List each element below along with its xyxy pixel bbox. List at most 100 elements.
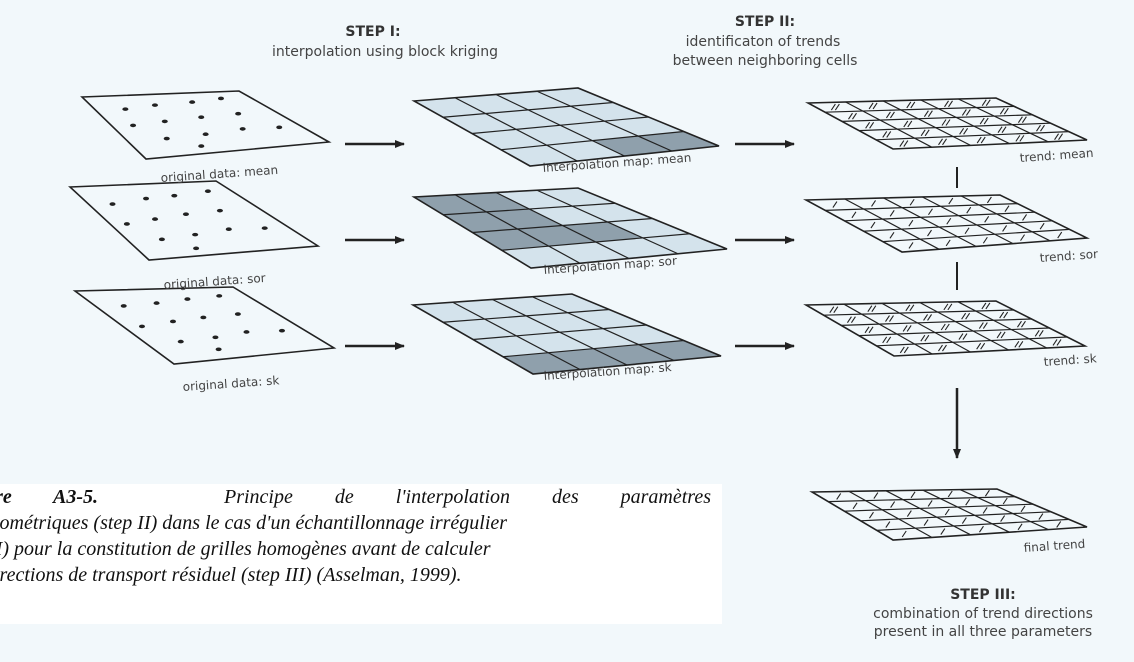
trend-mark (1039, 222, 1045, 230)
trend-mark (980, 342, 986, 350)
trend-mark (961, 517, 967, 524)
trend-mark (1014, 341, 1020, 348)
step2-subtitle-line1: identificaton of trends (686, 34, 841, 50)
label-trend-mean: trend: mean (1019, 146, 1094, 165)
trend-mark (948, 100, 953, 108)
trend-mark (985, 302, 991, 310)
trend-mark (941, 119, 947, 126)
panel-outline (410, 293, 722, 375)
trend-mark (882, 336, 888, 344)
trend-mark (1020, 234, 1025, 241)
trend-mark (832, 201, 838, 208)
trend-mark (982, 322, 988, 329)
trend-mark (924, 129, 930, 137)
trend-mark (942, 138, 947, 146)
grid-cell (537, 188, 616, 207)
trend-mark (1003, 311, 1009, 319)
grid-line (845, 101, 933, 148)
sample-point (153, 301, 160, 305)
grid-line (502, 339, 684, 358)
trend-mark (909, 304, 915, 312)
trend-mark (1015, 135, 1021, 142)
grid-cell (484, 315, 560, 336)
grid-cell (595, 237, 678, 259)
grid-cell (562, 222, 643, 242)
trend-mark (903, 120, 909, 128)
grid-cell (532, 294, 610, 313)
trend-mark (959, 127, 965, 135)
grid-line (472, 217, 653, 234)
sample-point (184, 297, 191, 301)
label-original-sk: original data: sk (182, 373, 280, 394)
grid-cell (492, 296, 568, 316)
trend-mark (852, 502, 858, 510)
grid-line (875, 131, 1069, 141)
trend-mark (958, 333, 964, 340)
trend-mark (885, 111, 891, 119)
caption-line-1-text: Principe de l'interpolation des paramètr… (224, 486, 711, 508)
grid-line (922, 489, 1010, 533)
trend-mark (889, 111, 895, 119)
label-original-sor: original data: sor (163, 271, 266, 292)
sample-point (192, 232, 199, 237)
trend-mark (886, 131, 892, 138)
trend-mark (986, 196, 992, 204)
trend-mark (873, 492, 879, 499)
original-data-panels (68, 90, 337, 365)
trend-mark (852, 112, 857, 120)
grid-cell (516, 332, 594, 353)
trend-mark (890, 501, 896, 508)
label-trend-sor: trend: sor (1039, 247, 1098, 265)
grid-line (958, 98, 1049, 143)
sample-point (182, 212, 189, 216)
trend-mark (997, 126, 1003, 134)
sample-point (212, 335, 219, 340)
panel-outline (802, 194, 1090, 253)
trend-mark (908, 219, 914, 227)
trend-mark (1017, 116, 1023, 124)
trend-mark (910, 101, 916, 109)
trend-sk-panel (803, 300, 1089, 357)
interpolation-map-mean-panel (411, 87, 720, 167)
sample-point (234, 312, 241, 316)
interpolation-map-panels (410, 87, 728, 375)
trend-mark (982, 507, 988, 514)
trend-mark (1017, 523, 1023, 531)
trend-mark (1038, 330, 1044, 337)
trend-mark (945, 119, 951, 126)
grid-line (919, 302, 1009, 351)
trend-mark (920, 334, 926, 342)
trend-mark (966, 206, 972, 214)
grid-cell (516, 125, 593, 146)
trend-panels (802, 97, 1090, 357)
trend-mark (1020, 505, 1026, 513)
grid-cell (503, 352, 580, 374)
caption-line-1: ure A3-5. Principe de l'interpolation de… (0, 484, 711, 510)
grid-line (442, 101, 614, 118)
grid-line (885, 490, 971, 536)
trend-mark (961, 312, 967, 320)
grid-cell (473, 335, 549, 357)
trend-mark (961, 109, 967, 116)
grid-cell (570, 102, 649, 122)
trend-mark (923, 110, 929, 118)
sample-point (235, 111, 242, 116)
sample-point (169, 319, 176, 324)
interpolation-map-sk-panel (410, 293, 722, 375)
sample-point (216, 294, 223, 298)
step3-subtitle-line2: present in all three parameters (874, 624, 1092, 640)
trend-mark (1056, 339, 1062, 346)
trend-mark (923, 314, 929, 321)
grid-cell (567, 309, 647, 329)
original-data-sk-panel (72, 286, 337, 365)
trend-mark (982, 236, 988, 244)
sample-point (215, 347, 222, 352)
trend-mark (1001, 126, 1007, 134)
trend-mark (830, 103, 836, 111)
grid-cell (472, 229, 549, 251)
trend-mark (976, 342, 982, 350)
trend-mark (947, 303, 953, 311)
sample-point (276, 125, 283, 130)
grid-cell (496, 91, 571, 110)
label-trend-sk: trend: sk (1043, 351, 1097, 369)
